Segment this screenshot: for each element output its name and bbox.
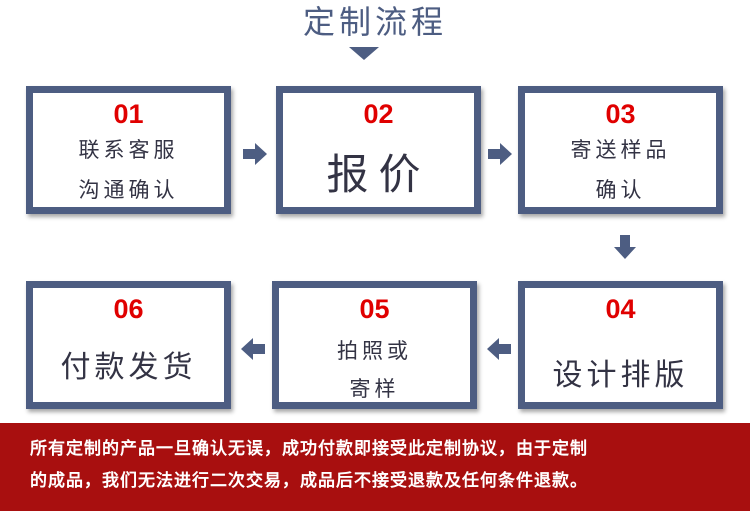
- arrow-down-icon: [614, 235, 636, 259]
- arrow-left-icon: [241, 338, 265, 360]
- step-label: 付款发货: [60, 350, 197, 385]
- step-label: 设计排版: [552, 358, 689, 393]
- page-title: 定制流程: [302, 3, 447, 41]
- step-line-2: 寄样: [349, 377, 400, 401]
- step-number: 01: [113, 99, 144, 129]
- step-line-1: 联系客服: [78, 138, 179, 162]
- step-05: 05 拍照或 寄样: [272, 281, 477, 409]
- title-down-caret-icon: [349, 47, 379, 60]
- step-02: 02 报价: [276, 86, 481, 214]
- step-number: 05: [359, 294, 390, 324]
- step-line-2: 沟通确认: [78, 178, 179, 202]
- step-04: 04 设计排版: [518, 281, 723, 409]
- notice-line-2: 的成品，我们无法进行二次交易，成品后不接受退款及任何条件退款。: [30, 471, 588, 491]
- step-number: 03: [605, 99, 636, 129]
- step-06: 06 付款发货: [26, 281, 231, 409]
- step-number: 04: [605, 294, 636, 324]
- arrow-left-icon: [487, 338, 511, 360]
- step-01: 01 联系客服 沟通确认: [26, 86, 231, 214]
- step-03: 03 寄送样品 确认: [518, 86, 723, 214]
- step-line-1: 拍照或: [337, 339, 412, 363]
- step-number: 06: [113, 294, 144, 324]
- arrow-right-icon: [488, 143, 512, 165]
- step-number: 02: [363, 99, 394, 129]
- notice-banner: 所有定制的产品一旦确认无误，成功付款即接受此定制协议，由于定制 的成品，我们无法…: [0, 423, 750, 511]
- step-line-2: 确认: [595, 178, 646, 202]
- step-line-1: 寄送样品: [570, 138, 671, 162]
- notice-line-1: 所有定制的产品一旦确认无误，成功付款即接受此定制协议，由于定制: [30, 439, 588, 459]
- arrow-right-icon: [243, 143, 267, 165]
- step-label: 报价: [326, 150, 431, 199]
